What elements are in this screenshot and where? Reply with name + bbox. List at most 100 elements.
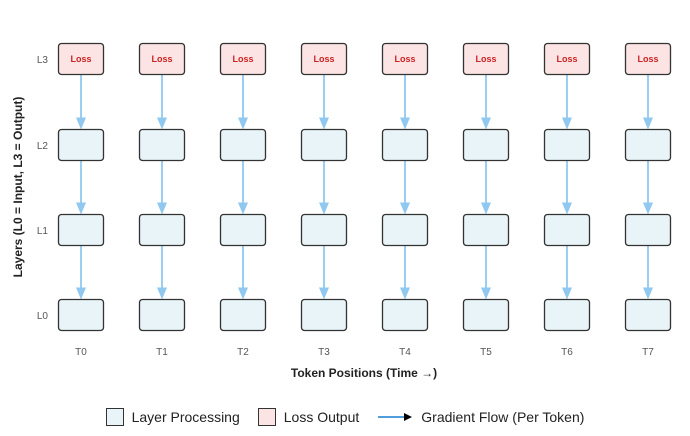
layer-box-l2-t5 — [462, 128, 510, 162]
gradient-arrow-head — [400, 117, 410, 130]
gradient-arrow-head — [157, 117, 167, 130]
token-label-t4: T4 — [399, 347, 411, 358]
layer-box-l0-t5 — [462, 298, 510, 332]
legend-label-loss-output: Loss Output — [283, 409, 360, 425]
layer-processing-swatch — [105, 408, 124, 426]
layer-box-l0-t1 — [138, 298, 186, 332]
layer-box-l1-t5 — [462, 213, 510, 247]
layer-box-l1-t7 — [624, 213, 672, 247]
gradient-arrow-head — [562, 117, 572, 130]
gradient-arrow-head — [319, 287, 329, 300]
loss-label: Loss — [637, 54, 658, 64]
layer-box-l2-t7 — [624, 128, 672, 162]
loss-label: Loss — [232, 54, 253, 64]
gradient-arrow-head — [643, 117, 653, 130]
loss-node-t6: Loss — [543, 42, 591, 76]
gradient-flow-arrow-icon — [378, 413, 413, 421]
loss-box — [138, 42, 186, 76]
loss-box — [57, 42, 105, 76]
layer-box-l2-t6 — [543, 128, 591, 162]
layer-label-l1: L1 — [37, 226, 49, 237]
loss-node-t0: Loss — [57, 42, 105, 76]
gradient-arrow-head — [481, 117, 491, 130]
gradient-arrow-head — [238, 287, 248, 300]
token-label-t5: T5 — [480, 347, 492, 358]
gradient-arrow-head — [481, 287, 491, 300]
loss-label: Loss — [151, 54, 172, 64]
gradient-arrow-head — [157, 287, 167, 300]
legend-label-gradient-flow: Gradient Flow (Per Token) — [421, 409, 585, 425]
layer-grid: Loss Loss Loss Loss Loss Loss Loss Loss — [57, 42, 672, 332]
layer-box-l1-t2 — [219, 213, 267, 247]
gradient-arrow-head — [76, 202, 86, 215]
layer-box-l2-t1 — [138, 128, 186, 162]
legend-item-layer-processing: Layer Processing — [105, 408, 240, 426]
gradient-arrow-head — [157, 202, 167, 215]
layer-box-l0-t7 — [624, 298, 672, 332]
layer-box-l0-t2 — [219, 298, 267, 332]
layer-box-l2-t3 — [300, 128, 348, 162]
layer-label-l0: L0 — [37, 311, 49, 322]
loss-box — [300, 42, 348, 76]
token-label-t2: T2 — [237, 347, 249, 358]
gradient-arrow-head — [319, 117, 329, 130]
gradient-arrow-head — [238, 202, 248, 215]
layer-box-l0-t3 — [300, 298, 348, 332]
gradient-arrow-head — [562, 287, 572, 300]
loss-box — [624, 42, 672, 76]
gradient-arrow-head — [643, 202, 653, 215]
layer-box-l1-t3 — [300, 213, 348, 247]
loss-node-t3: Loss — [300, 42, 348, 76]
gradient-arrow-head — [481, 202, 491, 215]
loss-node-t1: Loss — [138, 42, 186, 76]
layer-label-l3: L3 — [37, 55, 49, 66]
layer-box-l1-t6 — [543, 213, 591, 247]
legend-label-layer-processing: Layer Processing — [131, 409, 240, 425]
loss-box — [462, 42, 510, 76]
loss-node-t5: Loss — [462, 42, 510, 76]
token-label-t1: T1 — [156, 347, 168, 358]
loss-box — [543, 42, 591, 76]
layer-box-l1-t4 — [381, 213, 429, 247]
layer-label-l2: L2 — [37, 141, 49, 152]
loss-label: Loss — [556, 54, 577, 64]
layer-box-l1-t0 — [57, 213, 105, 247]
x-axis-title: Token Positions (Time →) — [291, 366, 437, 380]
gradient-arrow-head — [643, 287, 653, 300]
gradient-arrow-head — [400, 287, 410, 300]
token-label-t0: T0 — [75, 347, 87, 358]
layer-box-l0-t0 — [57, 298, 105, 332]
loss-label: Loss — [313, 54, 334, 64]
loss-node-t4: Loss — [381, 42, 429, 76]
y-axis-title: Layers (L0 = Input, L3 = Output) — [11, 97, 25, 278]
legend-item-gradient-flow: Gradient Flow (Per Token) — [377, 409, 584, 425]
loss-box — [219, 42, 267, 76]
layer-box-l0-t4 — [381, 298, 429, 332]
token-label-t7: T7 — [642, 347, 654, 358]
layer-box-l2-t0 — [57, 128, 105, 162]
loss-label: Loss — [475, 54, 496, 64]
gradient-arrow-head — [319, 202, 329, 215]
token-label-t6: T6 — [561, 347, 573, 358]
layer-box-l1-t1 — [138, 213, 186, 247]
loss-node-t7: Loss — [624, 42, 672, 76]
gradient-arrow-head — [562, 202, 572, 215]
legend: Layer Processing Loss Output Gradient Fl… — [0, 404, 690, 430]
gradient-arrow-head — [238, 117, 248, 130]
gradient-arrow-head — [76, 117, 86, 130]
gradient-arrow-head — [76, 287, 86, 300]
layer-box-l2-t4 — [381, 128, 429, 162]
layer-box-l0-t6 — [543, 298, 591, 332]
gradient-arrows — [76, 74, 653, 300]
loss-node-t2: Loss — [219, 42, 267, 76]
token-label-t3: T3 — [318, 347, 330, 358]
loss-output-swatch — [257, 408, 276, 426]
legend-item-loss-output: Loss Output — [257, 408, 360, 426]
loss-box — [381, 42, 429, 76]
layer-box-l2-t2 — [219, 128, 267, 162]
loss-label: Loss — [70, 54, 91, 64]
gradient-arrow-head — [400, 202, 410, 215]
loss-label: Loss — [394, 54, 415, 64]
